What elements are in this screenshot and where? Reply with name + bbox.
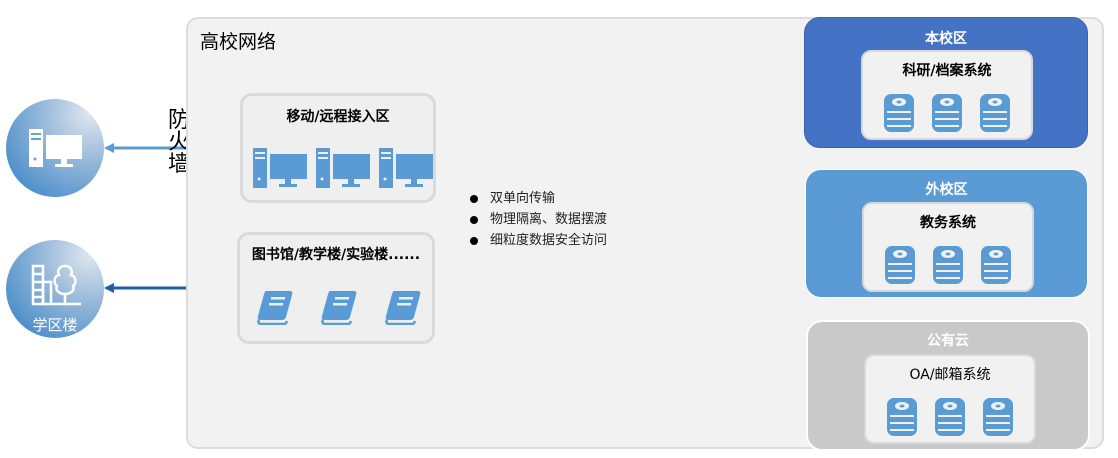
system-title: 教务系统 (920, 215, 976, 231)
bullet-icon (470, 194, 478, 203)
zone-title: 移动/远程接入区 (286, 109, 390, 125)
region-title: 本校区 (925, 31, 967, 47)
database-icon-row (876, 246, 1020, 284)
computer-icon (316, 148, 370, 188)
database-icon (980, 94, 1010, 132)
system-oa-mail[interactable]: OA/邮箱系统 (864, 354, 1036, 444)
feature-item: 细粒度数据安全访问 (470, 230, 607, 251)
feature-list: 双单向传输 物理隔离、数据摆渡 细粒度数据安全访问 (470, 188, 607, 251)
system-academic-affairs[interactable]: 教务系统 (862, 202, 1034, 292)
system-title: 科研/档案系统 (902, 63, 992, 79)
remote-user-node[interactable] (6, 99, 104, 197)
region-title: 外校区 (925, 182, 968, 198)
database-icon (884, 94, 914, 132)
feature-text: 双单向传输 (490, 191, 556, 206)
campus-building-label: 学区楼 (32, 316, 78, 334)
computer-icon-row (253, 148, 433, 190)
computer-icon (379, 148, 433, 188)
database-icon (887, 398, 917, 436)
feature-text: 细粒度数据安全访问 (490, 233, 608, 248)
feature-item: 双单向传输 (470, 188, 607, 209)
book-icon (385, 291, 421, 325)
bullet-icon (470, 236, 478, 245)
system-research-archive[interactable]: 科研/档案系统 (861, 50, 1033, 140)
database-icon-row (875, 94, 1019, 132)
book-icon (321, 291, 357, 325)
region-title: 公有云 (927, 333, 969, 349)
firewall-char: 防 (167, 108, 190, 133)
computer-icon (253, 148, 307, 188)
database-icon (933, 246, 963, 284)
building-tree-icon (31, 264, 81, 306)
computer-icon (29, 129, 82, 167)
firewall-char: 墙 (167, 152, 190, 177)
feature-text: 物理隔离、数据摆渡 (490, 212, 608, 227)
zone-library-buildings[interactable]: 图书馆/教学楼/实验楼...... (237, 232, 435, 344)
bullet-icon (470, 215, 478, 224)
region-external-campus[interactable]: 外校区 教务系统 (805, 169, 1088, 298)
firewall-char: 火 (167, 130, 190, 155)
zone-title: 图书馆/教学楼/实验楼...... (251, 247, 421, 263)
book-icon (257, 291, 293, 325)
database-icon (885, 246, 915, 284)
feature-item: 物理隔离、数据摆渡 (470, 209, 607, 230)
database-icon (981, 246, 1011, 284)
campus-network-title: 高校网络 (200, 31, 277, 53)
zone-remote-access[interactable]: 移动/远程接入区 (240, 93, 436, 203)
database-icon (983, 398, 1013, 436)
firewall-label: 防 火 墙 (166, 110, 192, 176)
database-icon (932, 94, 962, 132)
database-icon (935, 398, 965, 436)
database-icon-row (878, 398, 1022, 436)
system-title: OA/邮箱系统 (909, 367, 991, 383)
book-icon-row (256, 289, 422, 325)
region-public-cloud[interactable]: 公有云 OA/邮箱系统 (806, 320, 1090, 451)
region-main-campus[interactable]: 本校区 科研/档案系统 (804, 17, 1088, 148)
campus-building-node[interactable]: 学区楼 (6, 240, 104, 338)
